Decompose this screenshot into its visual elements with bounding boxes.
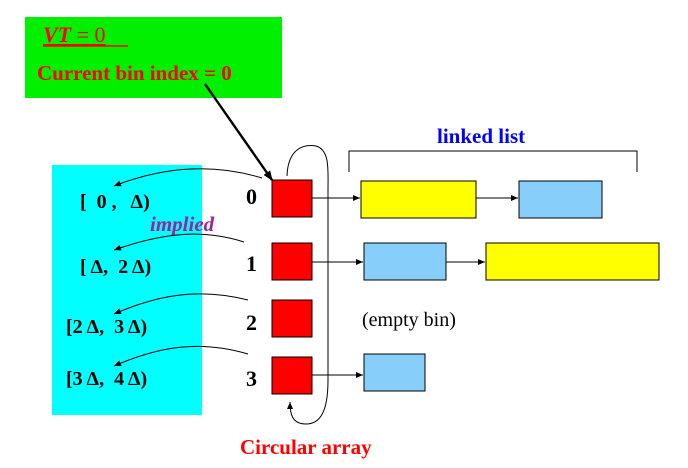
empty-bin-label: (empty bin) [362,309,456,331]
linked-list-bracket [348,150,638,172]
circular-array-label: Circular array [240,435,372,459]
implied-arrow-1 [113,233,245,251]
array-cell-0 [271,179,313,218]
implied-arrow-0 [113,168,263,187]
interval-panel [52,165,202,415]
current-bin-pointer-arrow [204,83,273,181]
vt-value: = 0 [71,22,105,47]
circular-wrap-arrow [286,145,329,425]
list-node-yellow [485,242,660,281]
list-node-blue [363,353,426,392]
linked-list-label: linked list [437,124,525,148]
bin-index-0: 0 [246,184,257,209]
list-node-blue [363,242,447,281]
vt-variable: VT [43,22,73,47]
implied-arrow-3 [113,345,249,367]
array-cell-2 [271,299,313,338]
interval-label-2: [2 Δ, 3 Δ) [66,316,147,338]
interval-label-1: [ Δ, 2 Δ) [80,256,151,278]
array-cell-3 [271,356,313,395]
list-node-blue [518,180,603,219]
list-node-yellow [360,180,477,219]
vt-label: VT = 0 [43,22,106,47]
current-bin-label: Current bin index = 0 [37,61,232,85]
implied-label: implied [150,212,215,236]
bin-index-1: 1 [246,251,257,276]
implied-arrow-2 [113,293,249,315]
bin-index-3: 3 [246,366,257,391]
status-box [25,17,282,98]
interval-label-3: [3 Δ, 4 Δ) [66,368,147,390]
interval-label-0: [ 0 , Δ) [80,191,150,213]
array-cell-1 [271,242,313,281]
bin-index-2: 2 [246,310,257,335]
